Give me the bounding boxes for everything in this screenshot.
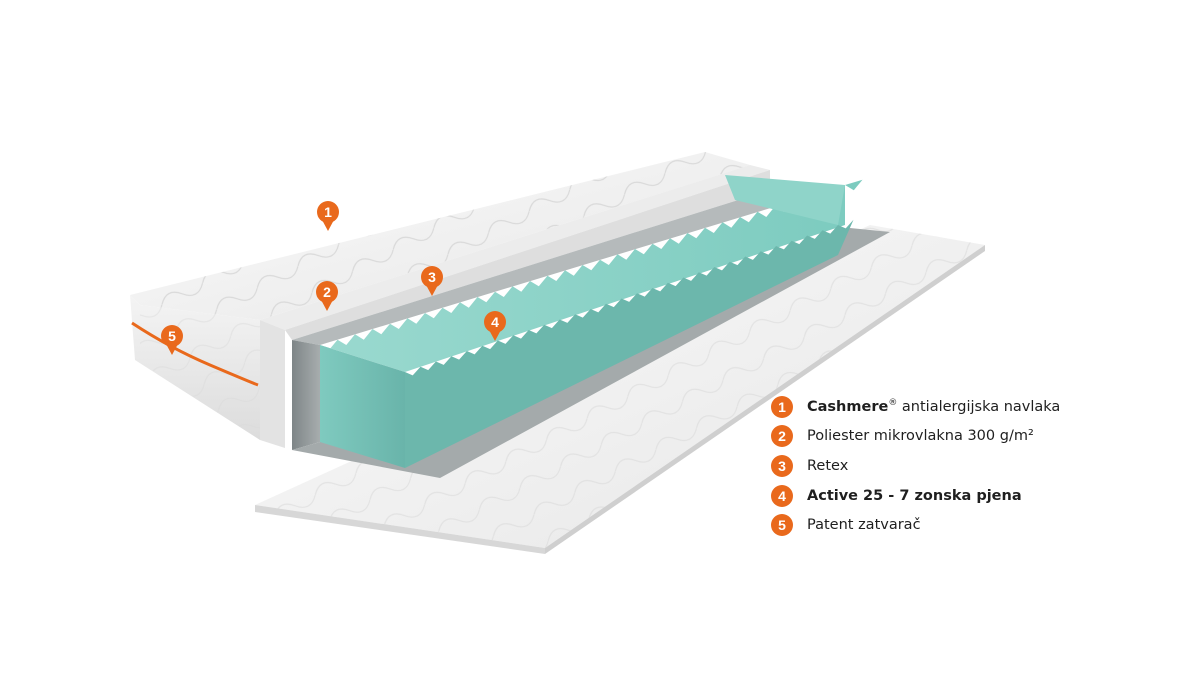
legend-number-badge: 2: [771, 425, 793, 448]
legend-number-badge: 3: [771, 454, 793, 477]
legend-item-5: 5 Patent zatvarač: [771, 510, 1171, 540]
marker-number: 3: [428, 269, 436, 285]
marker-number: 1: [324, 204, 332, 220]
marker-pin-3: 3: [421, 266, 443, 296]
legend-number-badge: 1: [771, 395, 793, 418]
registered-mark: ®: [888, 398, 898, 409]
marker-number: 2: [323, 284, 331, 300]
legend-label-bold: Active 25 - 7 zonska pjena: [807, 487, 1022, 504]
marker-pin-2: 2: [316, 281, 338, 311]
marker-number: 4: [491, 314, 499, 330]
legend-label: Retex: [807, 458, 848, 474]
legend-label: Patent zatvarač: [807, 517, 921, 533]
legend-label: Active 25 - 7 zonska pjena: [807, 488, 1022, 504]
polyester-layer: [260, 165, 770, 448]
legend-item-3: 3 Retex: [771, 451, 1171, 481]
legend-label: Cashmere® antialergijska navlaka: [807, 398, 1060, 415]
legend-label-text: antialergijska navlaka: [897, 399, 1061, 416]
marker-pin-5: 5: [161, 325, 183, 355]
legend-label-text: Patent zatvarač: [807, 517, 921, 534]
legend-label-bold: Cashmere: [807, 399, 889, 416]
legend-number-badge: 4: [771, 484, 793, 507]
zipper-line: [131, 321, 259, 387]
legend-label-text: Retex: [807, 457, 849, 474]
legend-item-2: 2 Poliester mikrovlakna 300 g/m²: [771, 422, 1171, 452]
marker-number: 5: [168, 328, 176, 344]
foam-core: [320, 175, 863, 468]
legend-item-4: 4 Active 25 - 7 zonska pjena: [771, 481, 1171, 511]
legend-label-text: Poliester mikrovlakna 300 g/m²: [807, 428, 1034, 445]
legend-label: Poliester mikrovlakna 300 g/m²: [807, 428, 1034, 444]
marker-pin-1: 1: [317, 201, 339, 231]
legend-list: 1 Cashmere® antialergijska navlaka 2 Polies…: [771, 392, 1171, 540]
legend-number-badge: 5: [771, 514, 793, 537]
legend-item-1: 1 Cashmere® antialergijska navlaka: [771, 392, 1171, 422]
marker-pin-4: 4: [484, 311, 506, 341]
